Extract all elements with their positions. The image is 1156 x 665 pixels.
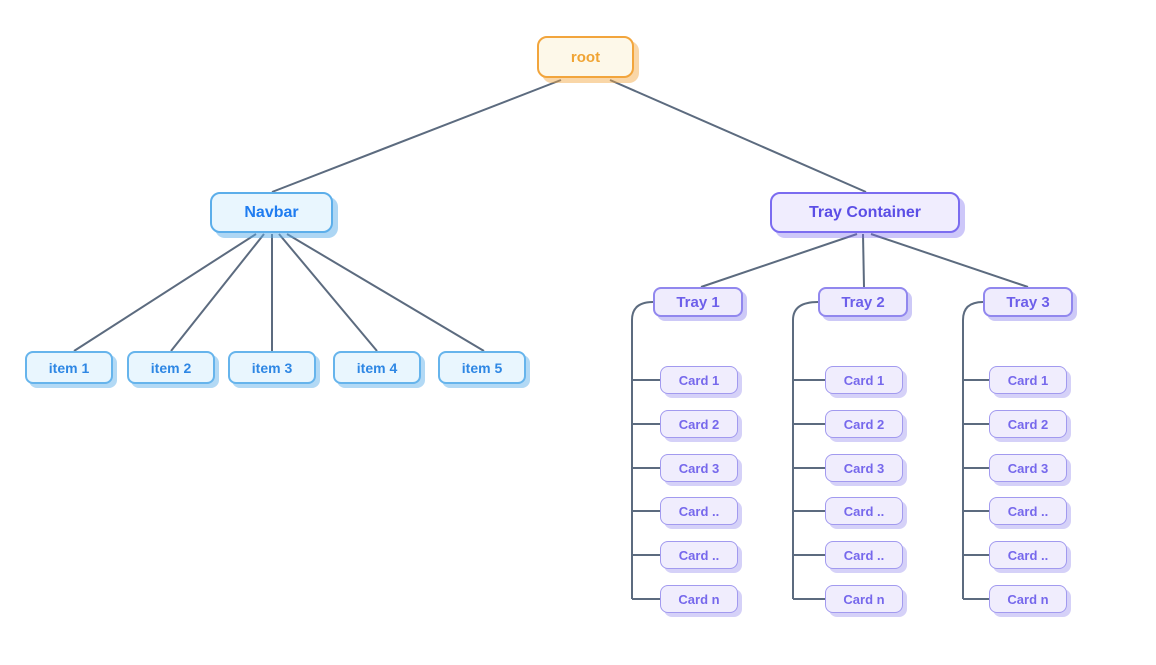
card-label: Card 2 — [1007, 416, 1049, 432]
tray-container-label: Tray Container — [808, 203, 922, 221]
card-label: Card .. — [843, 547, 885, 563]
navbar-item-5[interactable]: item 5 — [438, 351, 526, 384]
tray-3-card-1[interactable]: Card 1 — [989, 366, 1067, 394]
tray-3-card-dots-1[interactable]: Card .. — [989, 497, 1067, 525]
navbar-item-4[interactable]: item 4 — [333, 351, 421, 384]
card-label: Card 1 — [678, 372, 720, 388]
tray-2-card-1[interactable]: Card 1 — [825, 366, 903, 394]
card-label: Card n — [1007, 591, 1049, 607]
root-node[interactable]: root — [537, 36, 634, 78]
navbar-item-3[interactable]: item 3 — [228, 351, 316, 384]
trunk-tray2 — [792, 301, 819, 599]
edge-tc-tray2 — [862, 233, 865, 288]
navbar-item-1[interactable]: item 1 — [25, 351, 113, 384]
tray-2-node[interactable]: Tray 2 — [818, 287, 908, 317]
card-label: Card 3 — [678, 460, 720, 476]
tray-3-node[interactable]: Tray 3 — [983, 287, 1073, 317]
tray-3-card-3[interactable]: Card 3 — [989, 454, 1067, 482]
edge-navbar-item4 — [278, 233, 378, 352]
root-label: root — [570, 48, 601, 66]
tray-1-node[interactable]: Tray 1 — [653, 287, 743, 317]
tray-label: Tray 2 — [841, 293, 885, 311]
tray-1-card-3[interactable]: Card 3 — [660, 454, 738, 482]
card-label: Card n — [678, 591, 720, 607]
tray-2-card-dots-2[interactable]: Card .. — [825, 541, 903, 569]
card-label: Card .. — [678, 503, 720, 519]
item-label: item 4 — [356, 359, 398, 376]
item-label: item 3 — [251, 359, 293, 376]
trunk-tray1 — [631, 301, 654, 599]
card-label: Card n — [843, 591, 885, 607]
tray-3-card-n[interactable]: Card n — [989, 585, 1067, 613]
card-label: Card 2 — [678, 416, 720, 432]
item-label: item 5 — [461, 359, 503, 376]
tray-1-card-1[interactable]: Card 1 — [660, 366, 738, 394]
card-label: Card .. — [1007, 503, 1049, 519]
card-label: Card 2 — [843, 416, 885, 432]
edge-tc-tray1 — [700, 233, 858, 288]
tray-container-node[interactable]: Tray Container — [770, 192, 960, 233]
tray-3-card-dots-2[interactable]: Card .. — [989, 541, 1067, 569]
tray-2-card-n[interactable]: Card n — [825, 585, 903, 613]
tray-2-card-2[interactable]: Card 2 — [825, 410, 903, 438]
item-label: item 2 — [150, 359, 192, 376]
navbar-item-2[interactable]: item 2 — [127, 351, 215, 384]
card-label: Card 3 — [1007, 460, 1049, 476]
navbar-label: Navbar — [244, 203, 299, 221]
item-label: item 1 — [48, 359, 90, 376]
card-label: Card .. — [843, 503, 885, 519]
tray-2-card-3[interactable]: Card 3 — [825, 454, 903, 482]
edge-navbar-item5 — [286, 233, 485, 352]
card-label: Card 1 — [843, 372, 885, 388]
tray-1-card-2[interactable]: Card 2 — [660, 410, 738, 438]
tray-1-card-dots-2[interactable]: Card .. — [660, 541, 738, 569]
tray-3-card-2[interactable]: Card 2 — [989, 410, 1067, 438]
trunk-tray3 — [962, 301, 984, 599]
edge-root-navbar — [271, 79, 562, 193]
edge-navbar-item1 — [73, 233, 257, 352]
tray-label: Tray 1 — [676, 293, 720, 311]
card-label: Card 3 — [843, 460, 885, 476]
navbar-node[interactable]: Navbar — [210, 192, 333, 233]
tray-1-card-n[interactable]: Card n — [660, 585, 738, 613]
tray-2-card-dots-1[interactable]: Card .. — [825, 497, 903, 525]
card-label: Card .. — [1007, 547, 1049, 563]
card-label: Card 1 — [1007, 372, 1049, 388]
tray-1-card-dots-1[interactable]: Card .. — [660, 497, 738, 525]
tray-label: Tray 3 — [1006, 293, 1050, 311]
card-label: Card .. — [678, 547, 720, 563]
edge-tc-tray3 — [870, 233, 1029, 288]
edge-navbar-item2 — [170, 233, 265, 352]
edge-root-traycontainer — [609, 79, 867, 193]
